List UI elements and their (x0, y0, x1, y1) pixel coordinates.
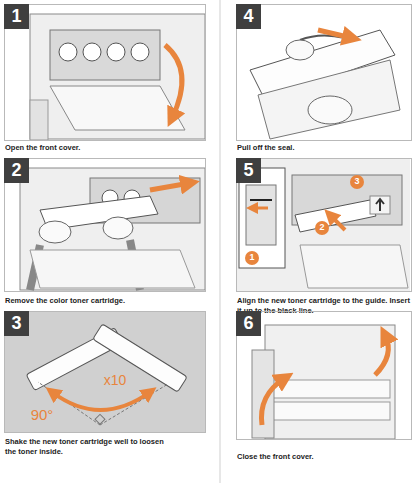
pull-arrow (150, 183, 190, 190)
insert-arrow (252, 207, 268, 210)
step-panel: Close the front cover.6 (236, 311, 412, 440)
angle-line (100, 384, 168, 425)
step-number-box: 2 (4, 158, 29, 183)
cartridge-body (258, 60, 400, 139)
up-symbol (376, 199, 384, 211)
hand (39, 221, 71, 243)
copier-body (20, 168, 205, 290)
toner-guide (246, 185, 276, 245)
step-number: 5 (243, 160, 253, 181)
shake-cartridge (5, 312, 205, 432)
step-caption: Open the front cover. (5, 143, 195, 153)
step-number-box: 4 (236, 4, 261, 29)
copier-body (265, 325, 395, 439)
shake-arrow (52, 392, 150, 410)
black-line (250, 199, 272, 201)
step-panel: Open the front cover.1 (4, 4, 206, 141)
remove-cartridge (20, 168, 205, 290)
pull-arrow (318, 30, 352, 38)
step-number: 6 (243, 313, 253, 334)
step-caption: Shake the new toner cartridge well to lo… (5, 437, 165, 457)
copier-body (30, 14, 205, 139)
panel-background (5, 312, 205, 432)
toner-end (131, 43, 149, 61)
callout-number: 1 (245, 252, 259, 263)
step-number: 1 (11, 6, 21, 27)
step-number-box: 1 (4, 4, 29, 29)
paper-drawer (270, 402, 390, 420)
copier-body (237, 159, 410, 291)
close-cover (252, 325, 395, 439)
step-number-box: 5 (236, 158, 261, 183)
inset-view (239, 168, 285, 268)
step-caption: Align the new toner cartridge to the gui… (237, 296, 413, 316)
copier-side (30, 100, 48, 140)
step-panel: Remove the color toner cartridge.2 (4, 158, 206, 292)
front-cover (50, 86, 185, 130)
front-cover (300, 245, 408, 288)
step-number: 2 (11, 160, 21, 181)
toner-cartridge (93, 324, 187, 392)
toner-cartridge (295, 200, 376, 232)
step-number-box: 6 (236, 311, 261, 336)
hand (308, 96, 352, 124)
step-panel: Pull off the seal.4 (236, 4, 412, 141)
paper-drawer (270, 380, 390, 398)
front-cover (30, 250, 195, 288)
pull-seal (250, 30, 400, 139)
lever (370, 196, 390, 214)
callout-circle (350, 175, 364, 189)
callout-number: 2 (315, 222, 329, 233)
callout-circle (245, 251, 259, 265)
toner-end (83, 43, 101, 61)
right-angle-mark (95, 414, 105, 424)
step-number: 3 (11, 313, 21, 334)
callout-circle (315, 221, 329, 235)
hand (103, 217, 133, 239)
open-arrow (165, 45, 182, 118)
step-caption: Remove the color toner cartridge. (5, 296, 195, 306)
annotation-text: x10 (98, 372, 132, 388)
toner-end (59, 43, 77, 61)
toner-bay (50, 30, 160, 80)
step-caption: Close the front cover. (237, 452, 413, 462)
close-arrow (375, 335, 388, 375)
column-divider (220, 0, 221, 483)
step-number-box: 3 (4, 311, 29, 336)
annotation-text: 90° (22, 406, 62, 423)
close-arrow (261, 378, 285, 425)
hand (286, 40, 314, 60)
copier-open-cover (30, 14, 205, 140)
insert-cartridge (237, 159, 410, 291)
callout-number: 3 (350, 176, 364, 187)
step-caption: Pull off the seal. (237, 143, 413, 153)
step-number: 4 (243, 6, 253, 27)
insert-arrow (330, 215, 345, 230)
toner-end (107, 43, 125, 61)
